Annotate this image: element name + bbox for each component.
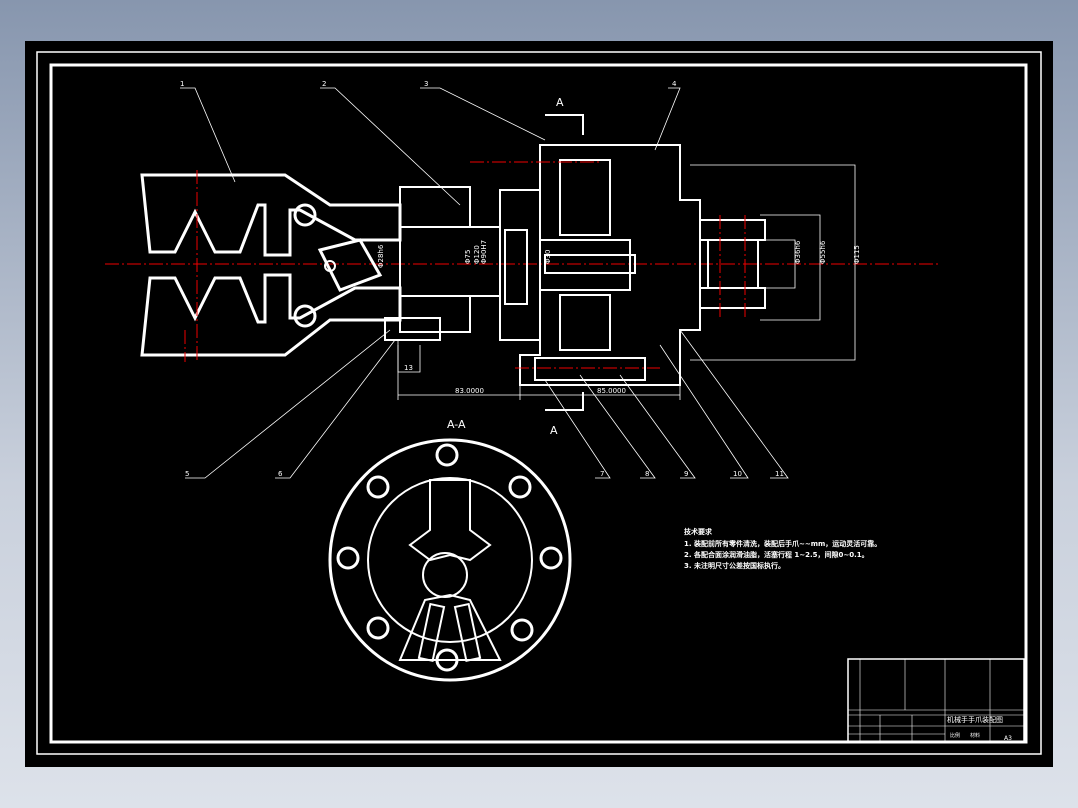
section-view-title: A-A	[447, 418, 466, 431]
dim-d5: Φ30	[544, 250, 552, 264]
dim-d8: Φ115	[853, 245, 861, 264]
part-number-labels: 1 2 3 4 5 6 7 8 9 10 11	[180, 80, 784, 478]
material-label: 材料	[970, 732, 980, 739]
section-view: A-A	[328, 418, 572, 682]
svg-text:8: 8	[645, 470, 649, 478]
section-marker-bottom: A	[550, 424, 558, 437]
scale-label: 比例	[950, 732, 960, 739]
svg-text:9: 9	[684, 470, 688, 478]
main-view: A A Φ28h6 Φ75 Φ120 Φ90H7 Φ30 Φ36h6 Φ55h6…	[105, 80, 940, 479]
svg-text:3. 未注明尺寸公差按国标执行。: 3. 未注明尺寸公差按国标执行。	[684, 561, 785, 570]
svg-text:11: 11	[775, 470, 784, 478]
dim-d1: Φ28h6	[377, 244, 385, 268]
title-block: 机械手手爪装配图 比例 材料 A3	[847, 658, 1025, 743]
inner-frame	[49, 63, 1028, 744]
svg-text:2: 2	[322, 80, 326, 88]
dim-d7: Φ55h6	[819, 240, 827, 264]
tech-requirements: 技术要求 1. 装配前所有零件清洗，装配后手爪~~mm，运动灵活可靠。 2. 各…	[684, 527, 881, 570]
dim-l3: 85.0000	[597, 387, 626, 395]
svg-text:6: 6	[278, 470, 283, 478]
svg-text:1: 1	[180, 80, 184, 88]
svg-text:3: 3	[424, 80, 428, 88]
dim-d4: Φ90H7	[480, 240, 488, 264]
dim-l2: 83.0000	[455, 387, 484, 395]
svg-text:7: 7	[600, 470, 604, 478]
dim-d3: Φ120	[473, 245, 481, 264]
svg-text:2. 各配合面涂润滑油脂，活塞行程 1~2.5，间隙0~0.: 2. 各配合面涂润滑油脂，活塞行程 1~2.5，间隙0~0.1。	[684, 550, 869, 559]
section-marker-top: A	[556, 96, 564, 109]
svg-text:4: 4	[672, 80, 677, 88]
drawing-name: 机械手手爪装配图	[947, 715, 1003, 724]
dim-l1: 13	[404, 364, 413, 372]
dim-d6: Φ36h6	[794, 240, 802, 264]
outer-frame	[36, 51, 1042, 755]
svg-text:5: 5	[185, 470, 189, 478]
sheet-size: A3	[1004, 735, 1012, 742]
svg-text:技术要求: 技术要求	[684, 527, 713, 536]
svg-text:1. 装配前所有零件清洗，装配后手爪~~mm，运动灵活可靠。: 1. 装配前所有零件清洗，装配后手爪~~mm，运动灵活可靠。	[684, 539, 881, 548]
dim-d2: Φ75	[464, 250, 472, 264]
svg-text:10: 10	[733, 470, 742, 478]
